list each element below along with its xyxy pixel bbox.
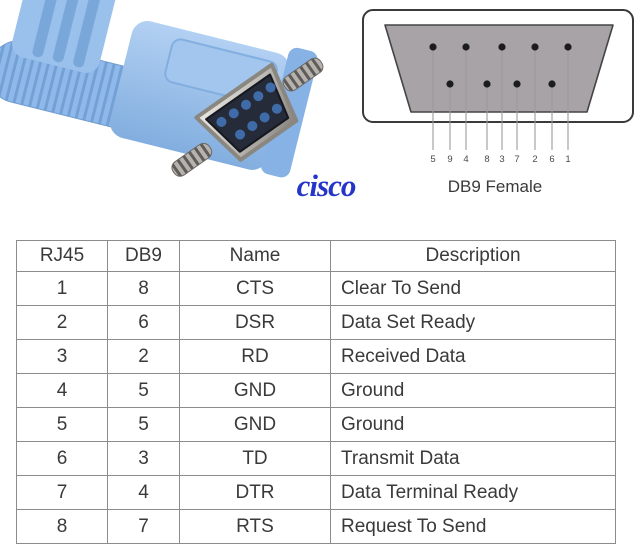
db9-female-diagram: 5 9 4 8 3 7 2 6 1	[362, 9, 634, 165]
cell-name: DSR	[179, 305, 331, 340]
header-rj45: RJ45	[16, 240, 108, 272]
pin-dot	[564, 43, 572, 51]
cell-rj45: 4	[16, 373, 108, 408]
cell-name: CTS	[179, 271, 331, 306]
pin-labels: 5 9 4 8 3 7 2 6 1	[430, 154, 570, 165]
cell-rj45: 2	[16, 305, 108, 340]
pin-dot	[462, 43, 470, 51]
cell-description: Ground	[330, 407, 616, 442]
cell-db9: 4	[107, 475, 180, 510]
cell-description: Request To Send	[330, 509, 616, 544]
header-db9: DB9	[107, 240, 180, 272]
cell-name: DTR	[179, 475, 331, 510]
pin-hole	[271, 103, 282, 114]
connector-insert	[205, 73, 290, 153]
cell-description: Ground	[330, 373, 616, 408]
cell-description: Received Data	[330, 339, 616, 374]
pin-hole	[228, 108, 239, 119]
cell-rj45: 1	[16, 271, 108, 306]
pin-label: 8	[484, 154, 489, 165]
pin-dot	[513, 80, 521, 88]
pin-dot	[446, 80, 454, 88]
connector-body-shape	[384, 24, 614, 113]
pin-dot	[429, 43, 437, 51]
db9-connector-face	[171, 57, 324, 177]
pin-dots	[429, 43, 572, 88]
pin-dot	[548, 80, 556, 88]
pin-label: 4	[463, 154, 468, 165]
pin-label: 1	[565, 154, 570, 165]
pin-hole	[216, 116, 227, 127]
pin-label: 5	[430, 154, 435, 165]
cell-rj45: 3	[16, 339, 108, 374]
cell-db9: 7	[107, 509, 180, 544]
header-description: Description	[330, 240, 616, 272]
table-header-row: RJ45 DB9 Name Description	[16, 240, 616, 272]
pin-hole	[247, 120, 258, 131]
header-name: Name	[179, 240, 331, 272]
pin-hole	[259, 112, 270, 123]
cell-rj45: 7	[16, 475, 108, 510]
cisco-logo: cisco	[296, 168, 357, 203]
cell-rj45: 5	[16, 407, 108, 442]
cell-db9: 5	[107, 373, 180, 408]
pin-dot	[531, 43, 539, 51]
boot-groove	[52, 0, 84, 63]
table-row: 1 8 CTS Clear To Send	[16, 271, 616, 306]
cell-name: RTS	[179, 509, 331, 544]
cell-db9: 5	[107, 407, 180, 442]
thumbscrew-top	[282, 57, 324, 92]
cell-rj45: 8	[16, 509, 108, 544]
table-row: 7 4 DTR Data Terminal Ready	[16, 475, 616, 510]
cell-rj45: 6	[16, 441, 108, 476]
cell-description: Data Terminal Ready	[330, 475, 616, 510]
table-row: 6 3 TD Transmit Data	[16, 441, 616, 476]
cell-db9: 8	[107, 271, 180, 306]
cell-name: GND	[179, 373, 331, 408]
cell-db9: 2	[107, 339, 180, 374]
pin-dot	[483, 80, 491, 88]
pin-label: 6	[549, 154, 554, 165]
pin-hole	[253, 91, 264, 102]
pin-label: 2	[532, 154, 537, 165]
pin-label: 3	[499, 154, 504, 165]
pin-label: 9	[447, 154, 452, 165]
pinout-table: RJ45 DB9 Name Description 1 8 CTS Clear …	[16, 240, 616, 544]
boot-groove	[73, 0, 105, 68]
pin-leader-lines	[432, 47, 569, 150]
pin-hole	[265, 82, 276, 93]
cell-description: Transmit Data	[330, 441, 616, 476]
boot-groove	[32, 0, 64, 58]
pin-hole	[241, 99, 252, 110]
table-row: 4 5 GND Ground	[16, 373, 616, 408]
cable-photo-illustration	[0, 0, 324, 178]
table-row: 3 2 RD Received Data	[16, 339, 616, 374]
pin-holes	[216, 82, 282, 140]
table-row: 5 5 GND Ground	[16, 407, 616, 442]
pin-label: 7	[514, 154, 519, 165]
cell-name: GND	[179, 407, 331, 442]
thumbscrew-bottom	[171, 142, 213, 177]
table-row: 8 7 RTS Request To Send	[16, 509, 616, 544]
pin-dot	[498, 43, 506, 51]
cell-db9: 6	[107, 305, 180, 340]
table-row: 2 6 DSR Data Set Ready	[16, 305, 616, 340]
pin-hole	[235, 129, 246, 140]
cell-name: TD	[179, 441, 331, 476]
cell-description: Clear To Send	[330, 271, 616, 306]
cell-db9: 3	[107, 441, 180, 476]
cell-description: Data Set Ready	[330, 305, 616, 340]
diagram-caption: DB9 Female	[447, 177, 543, 196]
cell-name: RD	[179, 339, 331, 374]
